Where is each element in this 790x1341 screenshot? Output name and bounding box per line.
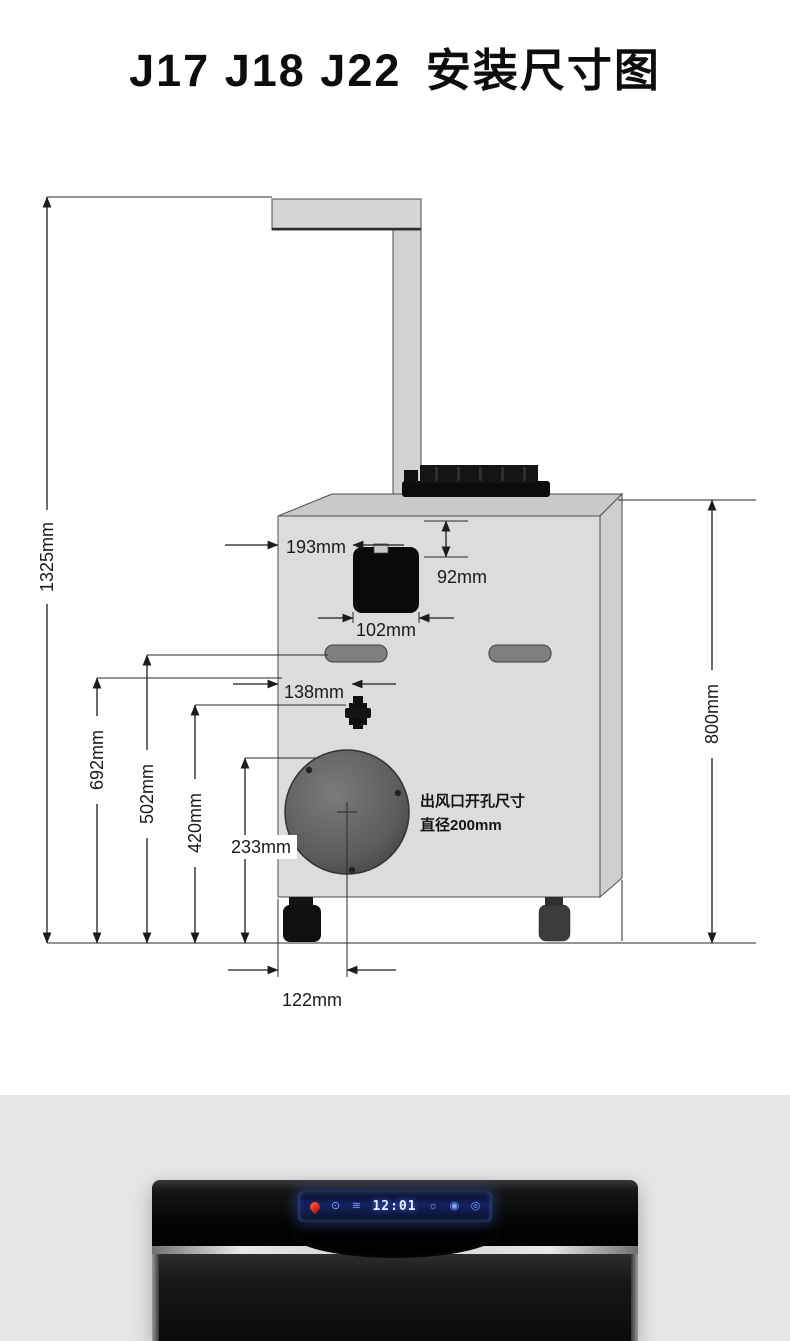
gas-box <box>353 547 419 613</box>
vent-slot-right <box>488 644 552 663</box>
cabinet-right-edge <box>631 1254 638 1341</box>
product-photo: ⊙ ≋ 12:01 ☼ ◉ ◎ <box>152 1180 638 1341</box>
dim-label-502: 502mm <box>137 764 157 824</box>
control-display: ⊙ ≋ 12:01 ☼ ◉ ◎ <box>298 1191 492 1222</box>
dim-label-420: 420mm <box>185 793 205 853</box>
burner <box>402 465 550 497</box>
outlet-note-line1: 出风口开孔尺寸 <box>420 792 525 810</box>
power-icon: ◎ <box>470 1200 481 1212</box>
right-foot <box>538 897 571 942</box>
gas-inlet-fitting <box>345 696 371 729</box>
light-icon: ☼ <box>428 1200 439 1212</box>
vent-slot-left <box>324 644 388 663</box>
dim-label-138: 138mm <box>284 682 344 702</box>
display-time: 12:01 <box>372 1199 417 1214</box>
drawer-front <box>152 1254 638 1341</box>
outlet-note-line2: 直径200mm <box>420 816 502 834</box>
fan-icon: ⊙ <box>331 1200 341 1212</box>
dim-label-102: 102mm <box>356 620 416 640</box>
dim-label-122: 122mm <box>282 990 342 1010</box>
page-title: J17 J18 J22 安装尺寸图 <box>129 45 661 96</box>
screw-icon <box>348 866 356 874</box>
smoke-icon: ≋ <box>351 1200 361 1212</box>
dim-label-193: 193mm <box>286 537 346 557</box>
flue-duct <box>392 198 422 495</box>
wifi-icon: ◉ <box>449 1200 460 1212</box>
installation-diagram: 出风口开孔尺寸 直径200mm <box>36 196 756 1010</box>
screw-icon <box>394 789 402 797</box>
screw-icon <box>305 766 313 774</box>
flue-top-arm <box>271 198 422 231</box>
cabinet-left-edge <box>152 1254 159 1341</box>
dim-label-800: 800mm <box>702 684 722 744</box>
dim-label-1325: 1325mm <box>37 522 57 592</box>
cooktop-surface <box>277 493 624 517</box>
dim-label-692: 692mm <box>87 730 107 790</box>
dim-label-92: 92mm <box>437 567 487 587</box>
dimension-lines: 1325mm 692mm 502mm 420mm 800mm 233mm 122… <box>36 196 756 1010</box>
flame-icon <box>307 1199 322 1214</box>
photo-band: ⊙ ≋ 12:01 ☼ ◉ ◎ <box>0 1095 790 1341</box>
left-foot <box>283 897 321 942</box>
gas-box-clip <box>373 543 389 554</box>
dim-label-233: 233mm <box>231 837 291 857</box>
back-panel <box>599 492 623 899</box>
stove-side-view: 出风口开孔尺寸 直径200mm <box>271 198 624 942</box>
